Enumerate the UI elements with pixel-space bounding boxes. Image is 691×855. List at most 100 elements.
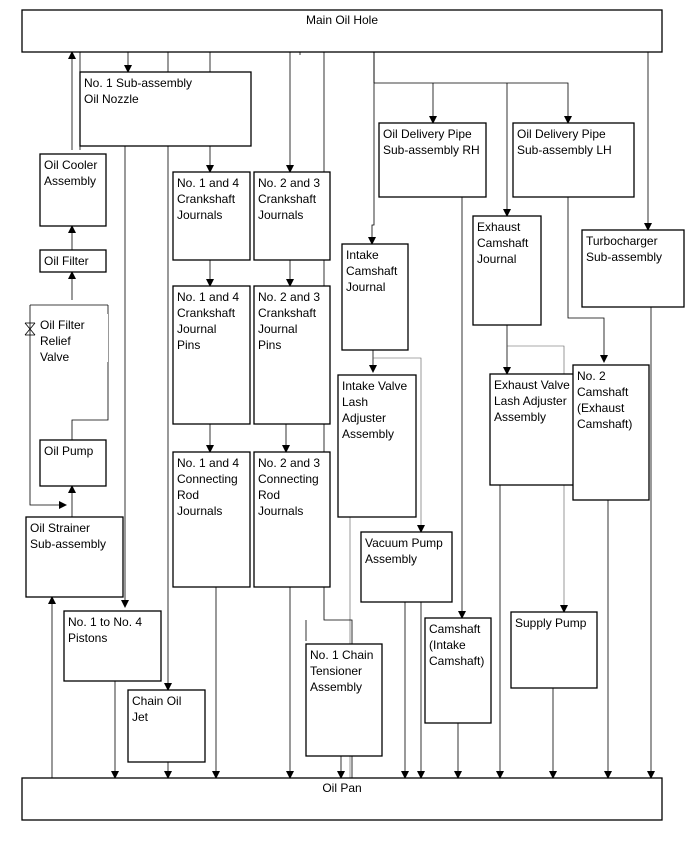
- box-frame: [341, 243, 409, 351]
- box-label-line: Journals: [258, 208, 303, 222]
- box-label-line: Chain Oil: [132, 694, 181, 708]
- box-frame: [510, 611, 598, 689]
- box-label-line: Main Oil Hole: [306, 13, 378, 27]
- box-label-line: Jet: [132, 710, 149, 724]
- box-label-line: No. 2 and 3: [258, 290, 320, 304]
- box-frame: [512, 122, 635, 198]
- box-frame: [472, 215, 542, 326]
- box-frame: [25, 516, 124, 598]
- box-label-line: Journals: [177, 208, 222, 222]
- box-label-line: Intake: [346, 248, 379, 262]
- box-frame: [253, 285, 331, 425]
- box-label-line: Crankshaft: [258, 306, 317, 320]
- box-label-line: Oil Delivery Pipe: [383, 127, 472, 141]
- box-label-line: Rod: [258, 488, 280, 502]
- box-label-line: Valve: [40, 350, 69, 364]
- box-label-line: No. 1 and 4: [177, 290, 239, 304]
- box-label-line: Exhaust Valve: [494, 378, 570, 392]
- box-pistons: No. 1 to No. 4 Pistons: [63, 610, 162, 682]
- box-label-line: Connecting: [258, 472, 319, 486]
- box-label-line: Journal: [258, 322, 297, 336]
- box-label-line: Assembly: [342, 427, 394, 441]
- box-frame: [127, 689, 206, 763]
- box-oil-pump: Oil Pump: [39, 439, 107, 487]
- box-frame: [39, 439, 107, 487]
- box-label-line: Assembly: [494, 410, 546, 424]
- box-label-line: Sub-assembly RH: [383, 143, 480, 157]
- box-label-line: Camshaft: [346, 264, 398, 278]
- box-label-line: Journal: [477, 252, 516, 266]
- box-label-line: Journals: [258, 504, 303, 518]
- box-frame: [172, 451, 251, 588]
- box-frame: [63, 610, 162, 682]
- box-label-line: Oil Strainer: [30, 521, 90, 535]
- box-frame: [39, 153, 107, 227]
- box-label-line: Oil Filter: [44, 254, 89, 268]
- box-label-line: No. 1 to No. 4: [68, 615, 142, 629]
- box-label-line: Intake Valve: [342, 379, 407, 393]
- relief-valve-symbol: [24, 322, 36, 336]
- box-label-line: Oil Cooler: [44, 158, 97, 172]
- box-frame: [581, 229, 685, 308]
- box-frame: [21, 777, 663, 821]
- box-label-line: Connecting: [177, 472, 238, 486]
- box-label-line: No. 2 and 3: [258, 176, 320, 190]
- box-main-oil-hole: Main Oil Hole: [21, 9, 663, 53]
- box-label-line: No. 1 Chain: [310, 648, 373, 662]
- box-frame: [337, 374, 417, 518]
- box-label-line: Assembly: [310, 680, 362, 694]
- box-frame: [39, 249, 107, 273]
- box-frame: [305, 643, 383, 757]
- box-label-line: Sub-assembly: [30, 537, 106, 551]
- box-label-line: Journal: [346, 280, 385, 294]
- box-frame: [572, 364, 650, 501]
- box-label-line: Vacuum Pump: [365, 536, 443, 550]
- box-label-line: No. 2 and 3: [258, 456, 320, 470]
- box-label-line: Lash: [342, 395, 368, 409]
- box-label-line: Exhaust: [477, 220, 521, 234]
- box-frame: [253, 451, 331, 588]
- box-label-line: Tensioner: [310, 664, 362, 678]
- box-label-line: Oil Delivery Pipe: [517, 127, 606, 141]
- label-backdrop: [36, 314, 108, 362]
- box-label-line: Camshaft: [477, 236, 529, 250]
- box-frame: [79, 71, 252, 147]
- box-label-line: Supply Pump: [515, 616, 587, 630]
- box-frame: [378, 122, 487, 198]
- box-label-line: Pistons: [68, 631, 107, 645]
- box-label-line: (Exhaust: [577, 401, 625, 415]
- box-label-line: Crankshaft: [177, 192, 236, 206]
- box-label-line: Sub-assembly: [586, 250, 662, 264]
- box-label-line: Camshaft: [429, 622, 481, 636]
- box-label-line: Camshaft): [429, 654, 484, 668]
- box-label-line: Oil Pan: [322, 781, 361, 795]
- box-label-line: Relief: [40, 334, 71, 348]
- box-label-line: No. 2: [577, 369, 606, 383]
- box-frame: [172, 285, 251, 425]
- box-frame: [21, 9, 663, 53]
- box-label-line: No. 1 and 4: [177, 456, 239, 470]
- box-oil-pan: Oil Pan: [21, 777, 663, 821]
- box-label-line: Camshaft): [577, 417, 632, 431]
- box-frame: [424, 617, 492, 724]
- box-label-line: Adjuster: [342, 411, 386, 425]
- box-label-line: Pins: [177, 338, 200, 352]
- box-label-line: No. 1 Sub-assembly: [84, 76, 192, 90]
- box-label-line: Assembly: [44, 174, 96, 188]
- box-frame: [360, 531, 453, 603]
